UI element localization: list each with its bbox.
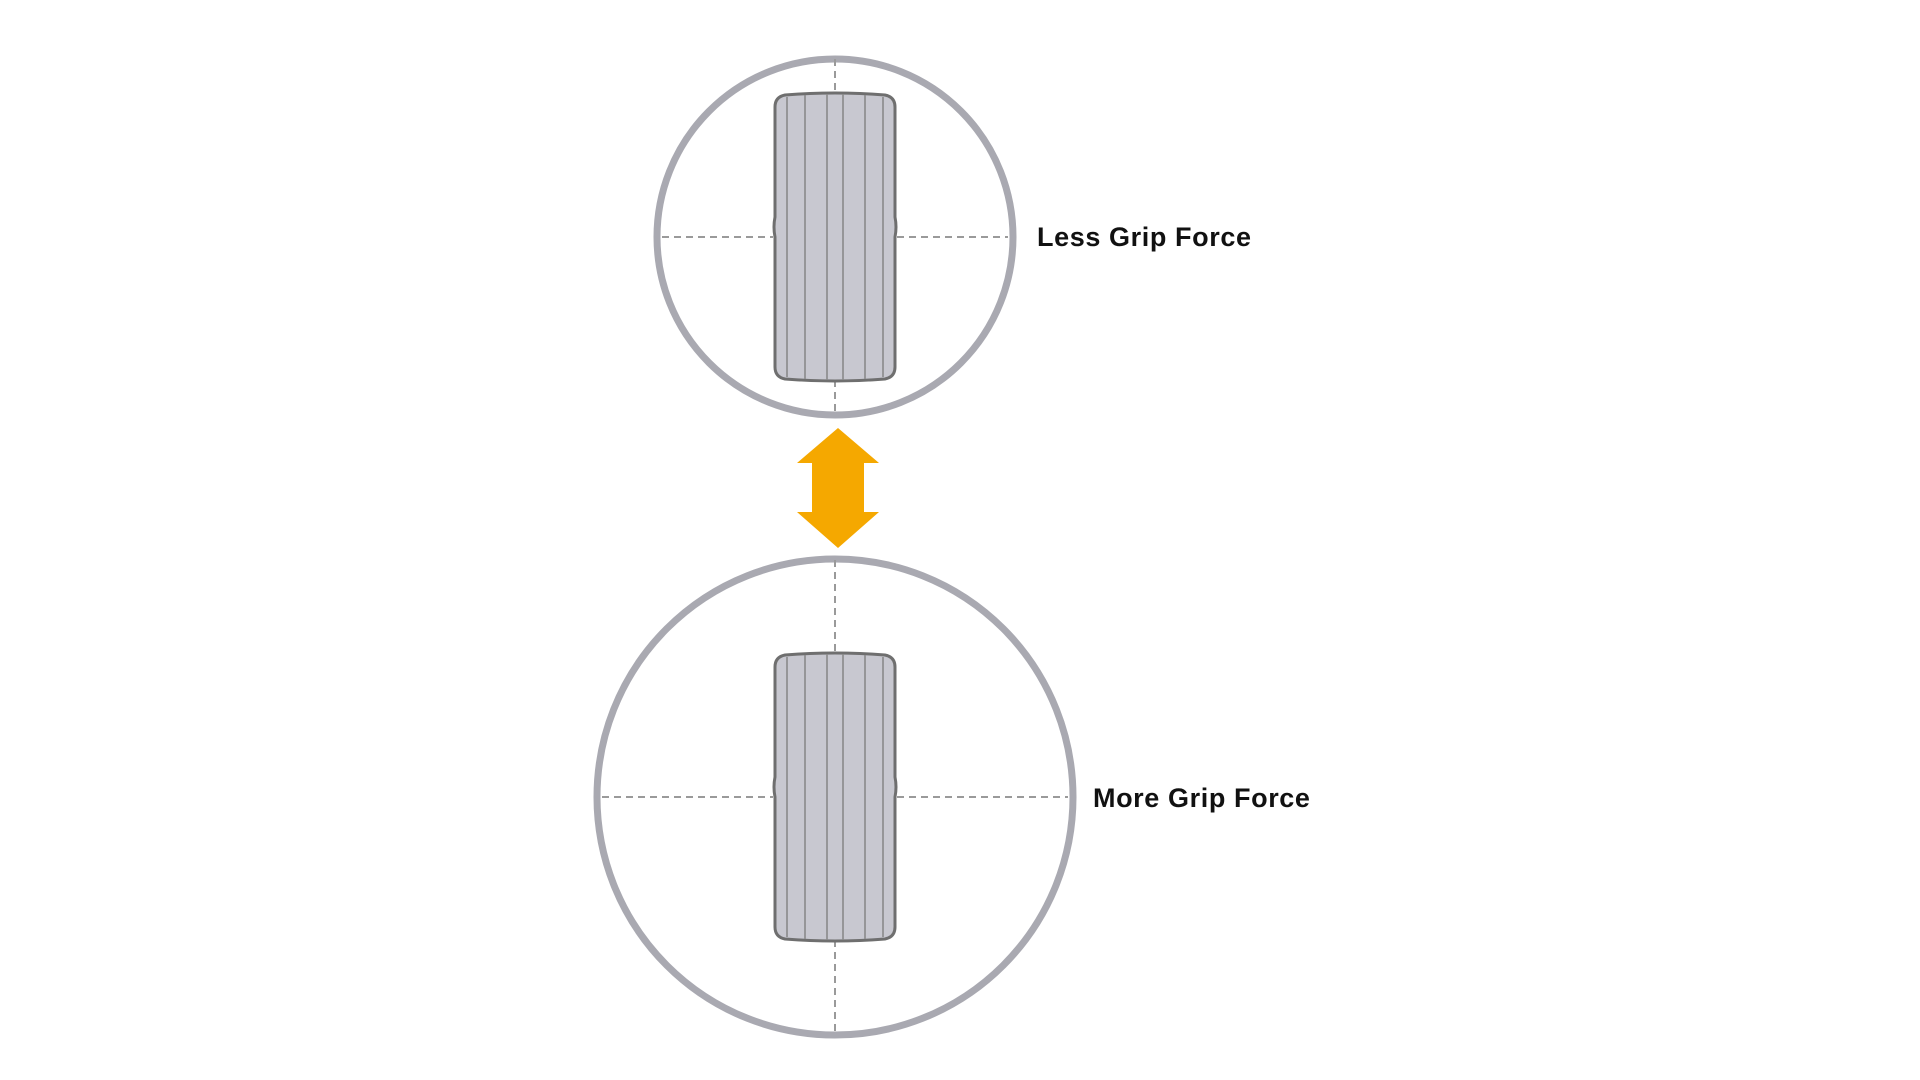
less-grip-group: Less Grip Force [653, 55, 1252, 419]
double-vertical-arrow-icon [797, 428, 879, 548]
tire-top-view-icon [772, 91, 898, 383]
bottom-friction-circle [593, 555, 1077, 1039]
more-grip-label: More Grip Force [1093, 783, 1311, 813]
less-grip-label: Less Grip Force [1037, 222, 1252, 252]
tire-top-view-icon [772, 651, 898, 943]
more-grip-group: More Grip Force [593, 555, 1311, 1039]
